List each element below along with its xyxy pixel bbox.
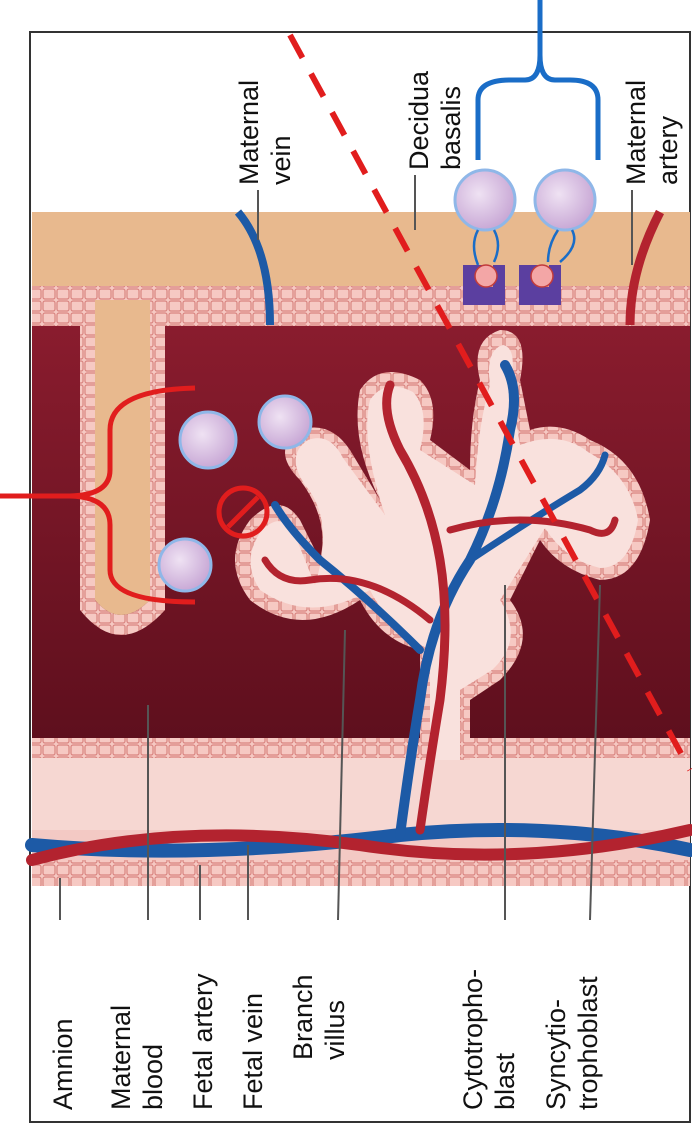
svg-text:Fetal artery: Fetal artery — [188, 973, 218, 1110]
label-amnion: Amnion — [48, 1018, 78, 1110]
antibody-vesicle-icon — [180, 412, 236, 468]
blue-bracket — [478, 0, 598, 160]
svg-text:villus: villus — [320, 1000, 350, 1060]
label-maternal-artery-line2: artery — [653, 115, 683, 185]
label-maternal-blood: Maternal blood — [106, 1005, 168, 1110]
label-decidua-basalis-line2: basalis — [436, 86, 466, 170]
antibody-vesicle-icon — [159, 539, 211, 591]
svg-text:Cytotropho-: Cytotropho- — [458, 969, 488, 1110]
label-maternal-artery: Maternal artery — [621, 80, 683, 185]
label-decidua-basalis: Decidua basalis — [404, 70, 466, 170]
label-maternal-vein-line2: vein — [266, 135, 296, 185]
svg-text:Amnion: Amnion — [48, 1018, 78, 1110]
svg-text:trophoblast: trophoblast — [573, 976, 603, 1110]
antibody-icon — [475, 265, 497, 287]
chorionic-plate-inner — [32, 758, 690, 830]
label-syncytiotrophoblast: Syncytio- trophoblast — [541, 976, 603, 1110]
svg-text:blood: blood — [138, 1044, 168, 1110]
label-cytotrophoblast: Cytotropho- blast — [458, 969, 520, 1110]
svg-text:blast: blast — [490, 1052, 520, 1110]
antibody-vesicle-icon — [535, 170, 595, 230]
antibody-vesicle-icon — [259, 396, 311, 448]
label-decidua-basalis-line1: Decidua — [404, 70, 434, 170]
label-fetal-vein: Fetal vein — [238, 993, 268, 1110]
svg-text:Syncytio-: Syncytio- — [541, 999, 571, 1110]
label-maternal-artery-line1: Maternal — [621, 80, 651, 185]
antibody-icon — [531, 265, 553, 287]
label-maternal-vein: Maternal vein — [234, 80, 296, 185]
svg-text:Maternal: Maternal — [106, 1005, 136, 1110]
label-branch-villus: Branch villus — [288, 974, 350, 1060]
svg-text:Branch: Branch — [288, 974, 318, 1060]
label-fetal-artery: Fetal artery — [188, 973, 218, 1110]
antibody-vesicle-icon — [455, 170, 515, 230]
svg-text:Fetal vein: Fetal vein — [238, 993, 268, 1110]
decidual-septum — [95, 300, 150, 615]
label-maternal-vein-line1: Maternal — [234, 80, 264, 185]
